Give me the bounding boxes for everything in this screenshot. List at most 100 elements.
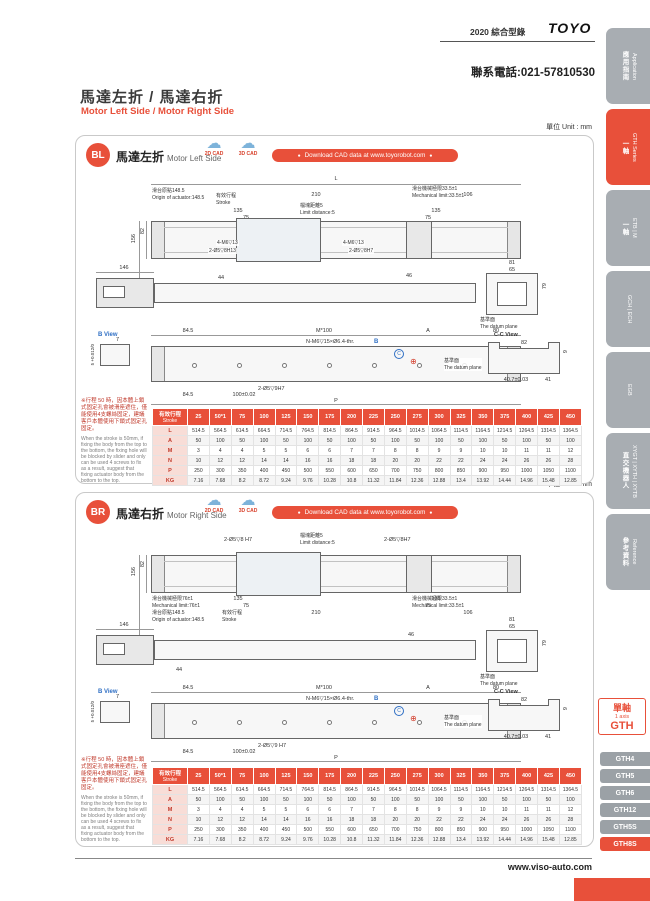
table-cell: 14: [274, 455, 298, 466]
model-button-gth5s[interactable]: GTH5S: [600, 820, 650, 834]
brand-logo: TOYO: [548, 20, 592, 36]
table-cell: 550: [318, 465, 342, 476]
end-view-inner: [497, 639, 527, 663]
block-zh: 檔塊距離5: [300, 203, 323, 209]
table-cell: 50: [230, 435, 254, 446]
stroke-col-header: 250: [383, 767, 407, 785]
table-cell: 100: [383, 435, 407, 446]
table-cell: 7: [362, 445, 385, 456]
model-button-gth4[interactable]: GTH4: [600, 752, 650, 766]
table-cell: 12: [208, 455, 232, 466]
panel-title-zh: 馬達左折: [116, 150, 165, 164]
table-cell: 1314.5: [537, 425, 560, 436]
stroke-col-header: 50*1: [208, 408, 232, 426]
table-cell: 28: [558, 814, 583, 825]
dim-44: 44: [218, 275, 225, 281]
datum-en: The datum plane: [480, 680, 518, 687]
dim-210: 210: [311, 610, 321, 616]
row-label: N: [152, 814, 188, 825]
table-cell: 18: [362, 814, 385, 825]
model-button-gth8s[interactable]: GTH8S: [600, 837, 650, 851]
rail-plan-view: [151, 555, 521, 593]
dim-82: 82: [140, 228, 146, 235]
limit-left-zh: 滑台機械極限76±1: [152, 596, 194, 602]
pill-cloud-icon: ●: [297, 509, 301, 516]
table-cell: 7.68: [208, 834, 232, 845]
download-cad-link[interactable]: ● Download CAD data at www.toyorobot.com…: [272, 149, 458, 162]
table-cell: 22: [449, 455, 473, 466]
cad-2d-button[interactable]: ☁ 2D CAD: [198, 493, 230, 514]
table-cell: 14: [274, 814, 298, 825]
sidebar-tab-4[interactable]: EGB: [606, 352, 650, 428]
table-cell: 1000: [515, 465, 538, 476]
stroke-header-zh: 有效行程: [158, 412, 181, 418]
table-cell: 22: [427, 455, 451, 466]
table-cell: 26: [515, 455, 538, 466]
dim-9: 9: [563, 350, 569, 354]
row-label: N: [152, 455, 188, 466]
table-cell: 400: [252, 824, 276, 835]
table-cell: 100: [252, 794, 276, 805]
sidebar-tab-en: EGB: [626, 384, 632, 396]
table-cell: 22: [449, 814, 473, 825]
table-cell: 1214.5: [493, 425, 517, 436]
table-cell: 9.76: [296, 834, 320, 845]
table-cell: 6: [318, 445, 342, 456]
callout-4m6-right: 4-M6▽13: [342, 240, 365, 246]
dim-44: 44: [176, 667, 183, 673]
table-cell: 11: [537, 445, 560, 456]
callout-4m6-left: 4-M6▽13: [216, 240, 239, 246]
table-cell: 50: [405, 794, 429, 805]
stroke-col-header: 200: [340, 767, 363, 785]
limit-distance-label: 檔塊距離5 Limit distance:5: [300, 203, 335, 216]
dim-106: 106: [463, 610, 473, 616]
datum-zh: 基準面: [444, 358, 460, 364]
mount-hole: [237, 363, 242, 368]
stroke-col-header: 175: [318, 767, 342, 785]
table-cell: 12: [558, 445, 583, 456]
mech-limit-right-label: 滑台機械極限33.5±1 Mechanical limit:33.5±1: [412, 186, 464, 199]
model-button-gth12[interactable]: GTH12: [600, 803, 650, 817]
stroke-col-header: 75: [230, 408, 254, 426]
table-cell: 1164.5: [471, 784, 495, 795]
sidebar-tab-3[interactable]: GCH | ECH: [606, 271, 650, 347]
table-cell: 7.16: [187, 475, 210, 486]
download-cad-text: Download CAD data at www.toyorobot.com: [304, 509, 426, 516]
table-cell: 15.48: [537, 834, 560, 845]
sidebar-tab-en: ETB | M: [631, 218, 637, 238]
cad-3d-button[interactable]: ☁ 3D CAD: [232, 136, 264, 157]
origin-zh: 滑台原點148.5: [152, 610, 185, 616]
table-cell: 1264.5: [515, 425, 538, 436]
table-cell: 100: [252, 435, 276, 446]
dim-100: 100±0.02: [232, 392, 256, 398]
cad-2d-button[interactable]: ☁ 2D CAD: [198, 136, 230, 157]
row-label: A: [152, 435, 188, 446]
footer-website: www.viso-auto.com: [507, 862, 592, 872]
stroke-col-header: 225: [362, 767, 385, 785]
stroke-col-header: 325: [449, 767, 473, 785]
cad-3d-button[interactable]: ☁ 3D CAD: [232, 493, 264, 514]
table-cell: 500: [296, 824, 320, 835]
dim-65: 65: [508, 267, 516, 273]
table-cell: 50: [187, 794, 210, 805]
end-view-inner: [497, 282, 527, 306]
stroke-col-header: 350: [471, 767, 495, 785]
stroke-col-header: 150: [296, 408, 320, 426]
download-cad-link[interactable]: ● Download CAD data at www.toyorobot.com…: [272, 506, 458, 519]
table-cell: 8.2: [230, 475, 254, 486]
table-cell: 300: [208, 824, 232, 835]
dim-p: P: [334, 755, 338, 761]
catalog-year: 2020 綜合型錄: [470, 27, 526, 37]
model-button-gth5[interactable]: GTH5: [600, 769, 650, 783]
table-cell: 13.92: [471, 834, 495, 845]
stroke-header-en: Stroke: [162, 418, 178, 424]
table-cell: 7.68: [208, 475, 232, 486]
badge-bl: BL: [86, 143, 110, 167]
model-button-gth6[interactable]: GTH6: [600, 786, 650, 800]
